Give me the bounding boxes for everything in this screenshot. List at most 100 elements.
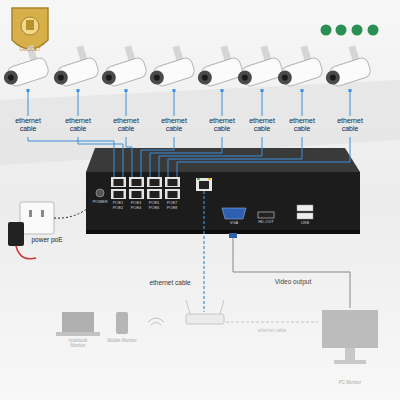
cable-end [173, 89, 176, 92]
port-label: HD-OUT [254, 220, 278, 225]
camera-cable [78, 137, 123, 177]
cable-end [221, 89, 224, 92]
port-label: USB [295, 221, 315, 226]
camera-cable [174, 90, 175, 116]
bullet-camera [319, 43, 372, 89]
rj45-port [165, 189, 180, 199]
camera-cable [262, 90, 263, 116]
cable-end [349, 89, 352, 92]
device-label: PC Monitor [328, 380, 372, 385]
port-label: POE3 [127, 201, 145, 206]
cable-label: ethernet cable [61, 117, 95, 133]
camera-cable [159, 137, 262, 177]
camera-lens [324, 69, 342, 87]
cable-label: ethernet cable [250, 328, 294, 333]
camera-lens [2, 69, 20, 87]
poe-ports [111, 177, 180, 199]
camera-cable [177, 137, 350, 177]
camera-cable [78, 90, 79, 116]
rj45-socket [114, 179, 124, 186]
rj45-port [111, 189, 126, 199]
camera-lens-core [329, 74, 337, 82]
camera-lens-core [241, 74, 249, 82]
rj45-socket [132, 191, 142, 198]
camera-cable [302, 90, 303, 116]
port-label: POE6 [145, 206, 163, 211]
rj45-port [111, 177, 126, 187]
port-label: POE4 [127, 206, 145, 211]
cable-label: ethernet cable [109, 117, 143, 133]
rj45-socket [114, 191, 124, 198]
camera-lens-core [281, 74, 289, 82]
camera-lens-core [105, 74, 113, 82]
device-label: Mobile Monitor [107, 338, 137, 343]
rj45-port [129, 177, 144, 187]
rj45-port [147, 189, 162, 199]
camera-cable [350, 90, 351, 116]
video-label: Video output [263, 278, 323, 285]
video-cable [229, 233, 350, 308]
port-label: POE1 [109, 201, 127, 206]
bullet-camera [0, 43, 50, 89]
cable-label: ethernet cable [11, 117, 45, 133]
camera-cable [150, 137, 222, 177]
rj45-socket [168, 191, 178, 198]
cable-label: ethernet cable [285, 117, 319, 133]
cable-label: ethernet cable [140, 279, 200, 286]
camera-cable [168, 137, 302, 177]
bullet-camera [231, 43, 284, 89]
port-label: POE5 [145, 201, 163, 206]
camera-lens [100, 69, 118, 87]
rj45-port [147, 177, 162, 187]
camera-lens [236, 69, 254, 87]
bullet-camera [143, 43, 196, 89]
cable-end [301, 89, 304, 92]
camera-group [0, 43, 372, 89]
camera-cable [141, 137, 174, 177]
rj45-socket [168, 179, 178, 186]
port-label: VGA [224, 221, 244, 226]
rj45-port [165, 177, 180, 187]
camera-cable [222, 90, 223, 116]
rj45-socket [132, 179, 142, 186]
camera-lens [52, 69, 70, 87]
cable-label: ethernet cable [157, 117, 191, 133]
cable-end [77, 89, 80, 92]
camera-lens-core [153, 74, 161, 82]
camera-cable [28, 90, 29, 116]
rj45-port [129, 189, 144, 199]
camera-lens-core [57, 74, 65, 82]
camera-lens-core [7, 74, 15, 82]
camera-lens-core [201, 74, 209, 82]
camera-cable [28, 137, 114, 177]
bullet-camera [191, 43, 244, 89]
adapter-label: power poE [25, 236, 69, 243]
camera-lens [276, 69, 294, 87]
cable-label: ethernet cable [205, 117, 239, 133]
bullet-camera [271, 43, 324, 89]
camera-lens [148, 69, 166, 87]
rj45-socket [150, 179, 160, 186]
cable-label: ethernet cable [333, 117, 367, 133]
port-label: POWER [89, 200, 111, 205]
device-label: notebook Monitor [61, 338, 95, 348]
port-label: POE7 [163, 201, 181, 206]
camera-lens [196, 69, 214, 87]
cable-label: ethernet cable [245, 117, 279, 133]
port-label: POE2 [109, 206, 127, 211]
power-adapter [8, 197, 100, 259]
social-icons [321, 25, 379, 36]
lan-cable [203, 191, 204, 312]
port-label: POE8 [163, 206, 181, 211]
camera-cables [27, 89, 352, 177]
bullet-camera [47, 43, 100, 89]
rj45-socket [150, 191, 160, 198]
cable-end [27, 89, 30, 92]
cable-end [125, 89, 128, 92]
brand-logo-text: GUCCET [10, 47, 50, 53]
monitoring-scene [56, 300, 378, 364]
cable-end [261, 89, 264, 92]
camera-cable [126, 137, 132, 177]
